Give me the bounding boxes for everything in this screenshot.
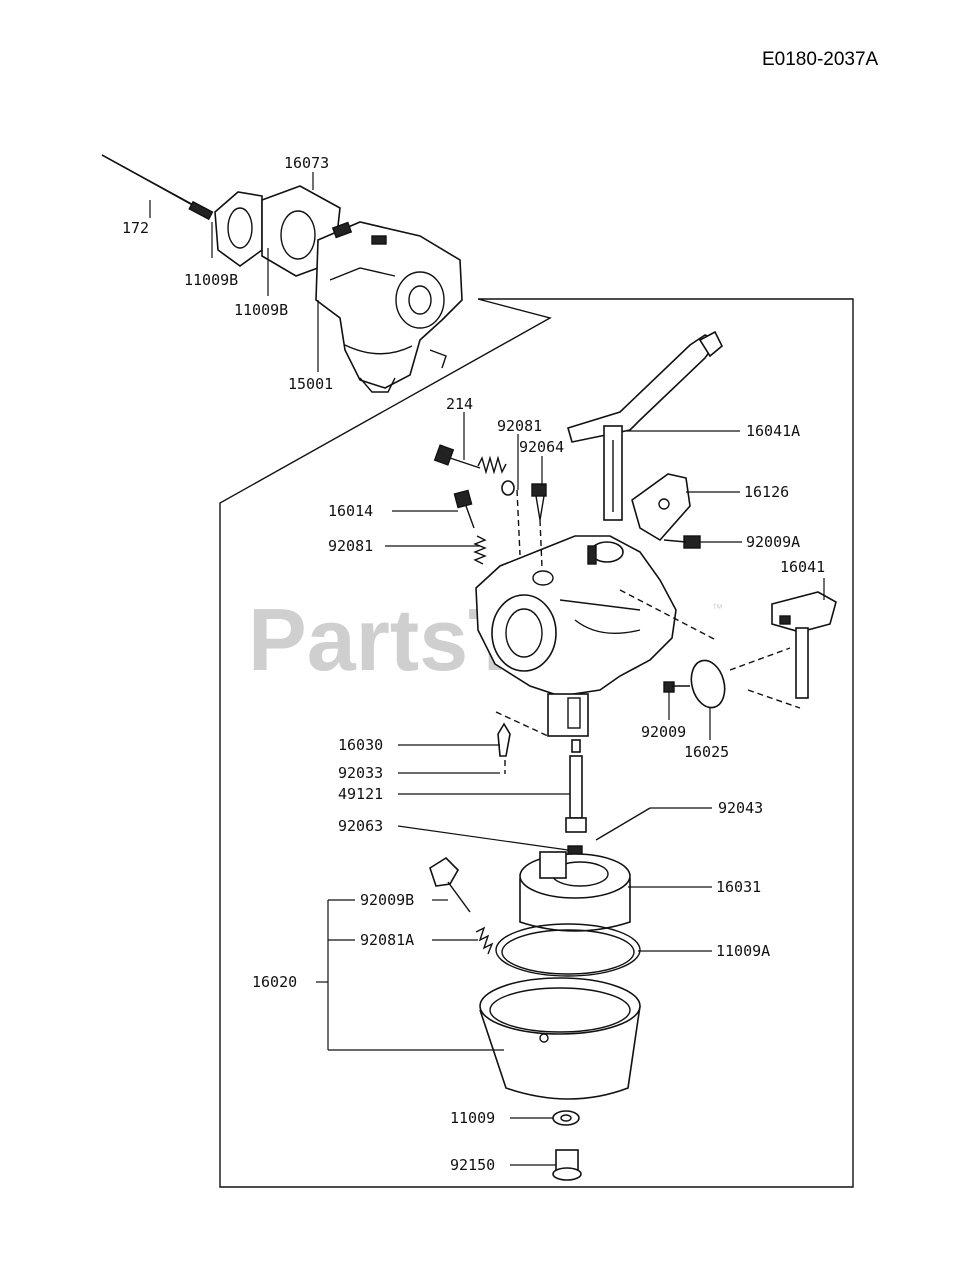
screw-92009 xyxy=(663,681,690,693)
label-15001: 15001 xyxy=(288,375,333,393)
carburetor-15001 xyxy=(315,221,463,393)
label-92009: 92009 xyxy=(641,723,686,741)
float-bowl-16020 xyxy=(479,977,641,1100)
assembly-guides xyxy=(495,489,801,774)
pin-92043 xyxy=(595,807,651,841)
washer-11009 xyxy=(552,1110,580,1126)
label-11009b-b: 11009B xyxy=(234,301,288,319)
gasket-11009a xyxy=(495,923,641,977)
label-16126: 16126 xyxy=(744,483,789,501)
label-16041: 16041 xyxy=(780,558,825,576)
gasket-11009b-front xyxy=(214,191,263,267)
screw-92009b xyxy=(429,856,471,913)
spring-92081 xyxy=(473,535,487,565)
label-11009b-a: 11009B xyxy=(184,271,238,289)
bolt-92150 xyxy=(552,1149,582,1181)
label-92043: 92043 xyxy=(718,799,763,817)
part-labels: 172 16073 11009B 11009B 15001 214 92081 … xyxy=(122,154,825,1174)
screw-92064 xyxy=(531,483,547,521)
stud-172 xyxy=(101,154,214,221)
choke-plate-16025 xyxy=(690,659,726,709)
label-92081-top: 92081 xyxy=(497,417,542,435)
label-16073: 16073 xyxy=(284,154,329,172)
plate-16126 xyxy=(631,473,691,542)
label-92063: 92063 xyxy=(338,817,383,835)
label-92009b: 92009B xyxy=(360,891,414,909)
carburetor-body xyxy=(475,535,677,737)
label-49121: 49121 xyxy=(338,785,383,803)
label-92081: 92081 xyxy=(328,537,373,555)
label-11009: 11009 xyxy=(450,1109,495,1127)
jet-16030 xyxy=(497,722,511,757)
label-92009a: 92009A xyxy=(746,533,800,551)
detail-frame xyxy=(219,298,854,1188)
screw-92009a xyxy=(663,535,701,549)
label-16014: 16014 xyxy=(328,502,373,520)
label-11009a: 11009A xyxy=(716,942,770,960)
label-92150: 92150 xyxy=(450,1156,495,1174)
watermark-trademark: ™ xyxy=(712,603,723,615)
label-92033: 92033 xyxy=(338,764,383,782)
label-16020: 16020 xyxy=(252,973,297,991)
spring-92081a xyxy=(475,926,494,955)
leader-lines xyxy=(316,412,825,1166)
label-214: 214 xyxy=(446,395,473,413)
diagram-code: E0180-2037A xyxy=(762,49,879,70)
lever-16041a xyxy=(567,330,723,521)
label-16025: 16025 xyxy=(684,743,729,761)
label-172: 172 xyxy=(122,219,149,237)
screw-16014 xyxy=(453,489,475,529)
nozzle-49121 xyxy=(565,739,587,833)
label-92081a: 92081A xyxy=(360,931,414,949)
lever-16041 xyxy=(771,591,837,699)
float-16031 xyxy=(519,851,631,932)
label-92064: 92064 xyxy=(519,438,564,456)
label-16041a: 16041A xyxy=(746,422,800,440)
spring-92081-top xyxy=(477,455,515,496)
screw-214 xyxy=(433,444,481,469)
label-16031: 16031 xyxy=(716,878,761,896)
label-16030: 16030 xyxy=(338,736,383,754)
